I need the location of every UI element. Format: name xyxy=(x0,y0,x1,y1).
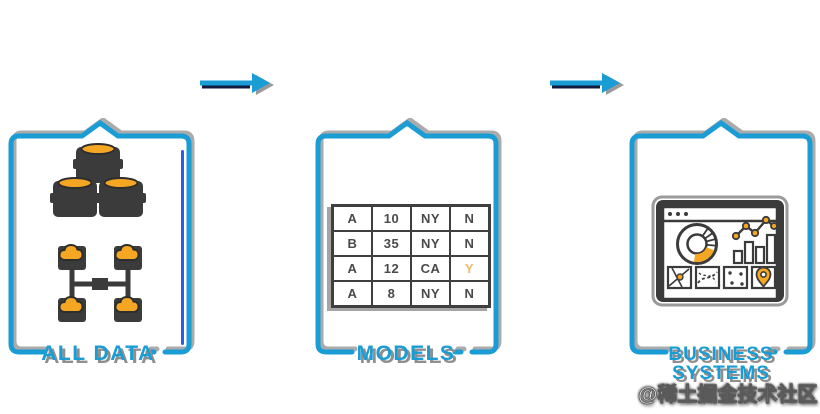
database-cluster-icon xyxy=(50,143,146,217)
arrow-right-icon xyxy=(200,73,274,95)
database-icon xyxy=(50,177,100,217)
panel-label-all-data: ALL DATA xyxy=(41,342,155,365)
bracket-frame-business-systems xyxy=(629,118,816,355)
bar-chart-icon xyxy=(732,233,777,265)
arrow-right-icon xyxy=(550,73,624,95)
table-cell: A xyxy=(331,255,373,282)
blue-accent-line xyxy=(181,150,184,345)
table-cell: NY xyxy=(410,280,451,308)
table-row: A 10 NY N xyxy=(331,204,491,232)
panel-label-line2: SYSTEMS xyxy=(672,363,770,384)
table-cell: NY xyxy=(410,204,451,232)
donut-chart-icon xyxy=(676,223,718,265)
table-cell: 12 xyxy=(371,255,412,282)
cloud-node-icon xyxy=(58,243,86,270)
table-row: A 12 CA Y xyxy=(331,255,491,282)
table-cell-highlighted: Y xyxy=(449,255,491,282)
cloud-node-icon xyxy=(114,243,142,270)
window-dots-icon xyxy=(668,212,688,216)
cloud-node-icon xyxy=(114,295,142,322)
panel-label-business-systems: BUSINESS SYSTEMS xyxy=(631,345,811,383)
table-cell: 10 xyxy=(371,204,412,232)
model-data-table: A 10 NY N B 35 NY N A 12 CA Y A 8 NY N xyxy=(331,204,491,308)
table-row: A 8 NY N xyxy=(331,280,491,308)
table-cell: CA xyxy=(410,255,451,282)
table-cell: A xyxy=(331,280,373,308)
table-cell: N xyxy=(449,280,491,308)
route-tile-icon xyxy=(694,265,721,290)
line-chart-icon xyxy=(731,215,778,241)
table-row: B 35 NY N xyxy=(331,230,491,257)
table-cell: 35 xyxy=(371,230,412,257)
location-pin-tile-icon xyxy=(750,265,777,290)
cloud-node-icon xyxy=(58,295,86,322)
bracket-frame-models xyxy=(315,118,502,355)
table-cell: N xyxy=(449,230,491,257)
map-tile-icon xyxy=(666,265,693,290)
scatter-tile-icon xyxy=(722,265,749,290)
bracket-frame-all-data xyxy=(8,118,195,355)
table-cell: 8 xyxy=(371,280,412,308)
panel-label-models: MODELS xyxy=(356,342,456,365)
dashboard-icon xyxy=(651,195,789,307)
database-icon xyxy=(73,143,123,183)
database-icon xyxy=(96,177,146,217)
table-cell: B xyxy=(331,230,373,257)
table-cell: A xyxy=(331,204,373,232)
table-cell: N xyxy=(449,204,491,232)
panel-label-line1: BUSINESS xyxy=(668,344,774,365)
watermark-text: @稀土掘金技术社区 xyxy=(638,384,818,407)
cloud-network-icon xyxy=(58,243,142,322)
table-cell: NY xyxy=(410,230,451,257)
